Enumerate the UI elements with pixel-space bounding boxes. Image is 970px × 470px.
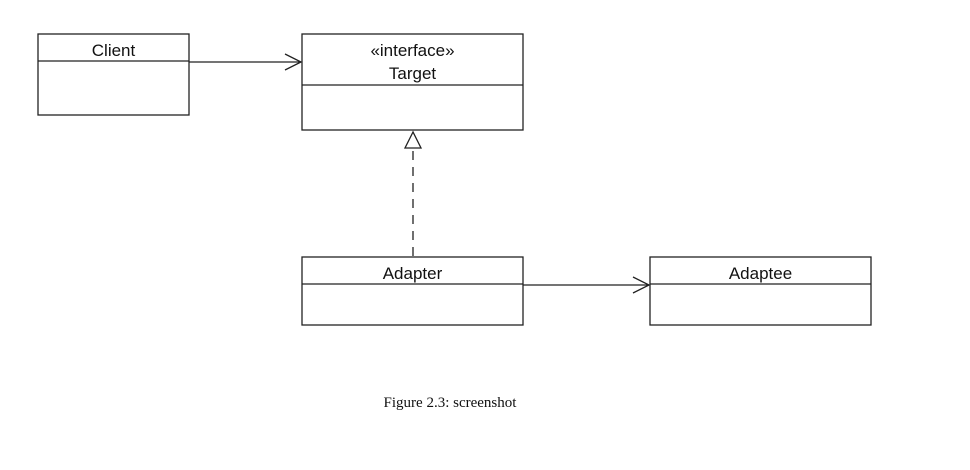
realization-adapter-target [403, 130, 423, 256]
association-client-target [189, 53, 303, 71]
open-arrowhead-icon [632, 276, 651, 294]
class-adaptee: Adaptee [649, 256, 872, 326]
class-adapter-box [301, 256, 524, 326]
class-adaptee-name: Adaptee [729, 264, 792, 283]
class-client-box [37, 33, 190, 116]
figure-caption: Figure 2.3: screenshot [383, 395, 517, 411]
class-client-name: Client [92, 41, 136, 60]
hollow-triangle-icon [403, 130, 423, 149]
class-adapter-name: Adapter [383, 264, 443, 283]
association-adapter-adaptee [523, 276, 651, 294]
class-target: «interface» Target [301, 33, 524, 131]
class-adaptee-box [649, 256, 872, 326]
class-client: Client [37, 33, 190, 116]
class-adapter: Adapter [301, 256, 524, 326]
class-target-box [301, 33, 524, 131]
class-target-name: Target [389, 64, 437, 83]
class-target-stereotype: «interface» [370, 41, 454, 60]
open-arrowhead-icon [284, 53, 303, 71]
